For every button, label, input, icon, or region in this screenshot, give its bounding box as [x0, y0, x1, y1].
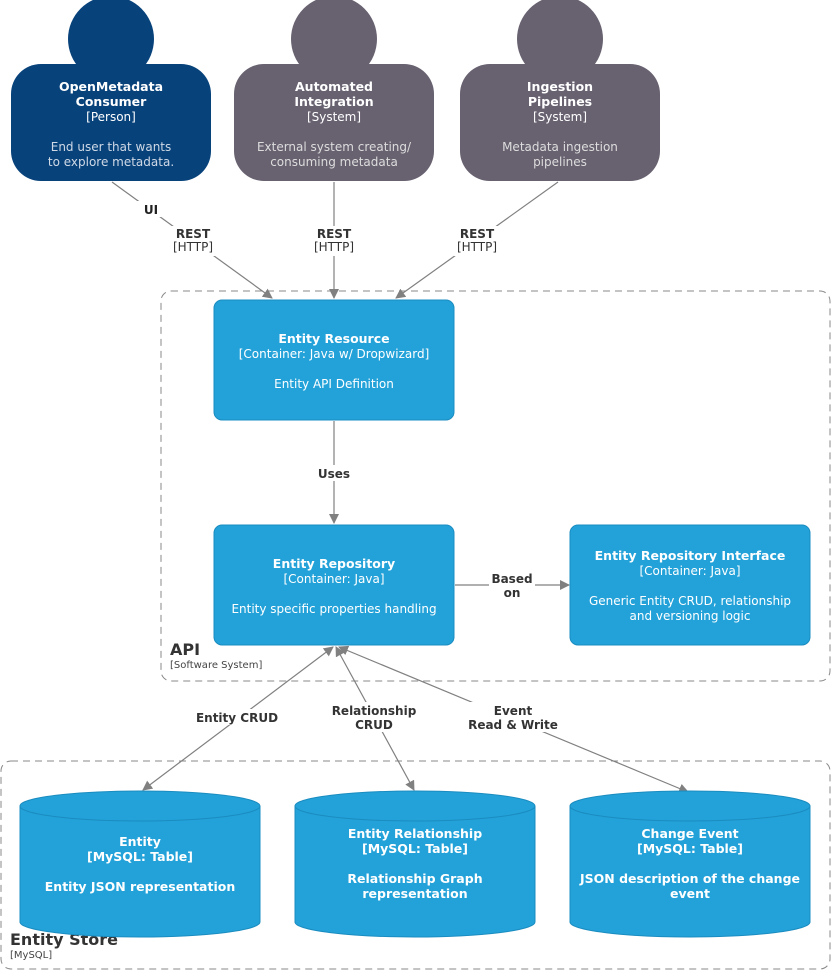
container-type: [Container: Java] [284, 572, 385, 586]
system-name-line1: Automated [295, 79, 373, 94]
edge-label-rel-line1: Relationship [332, 704, 417, 718]
edge-label-rest-1: REST [176, 227, 211, 241]
system-desc-line2: consuming metadata [270, 155, 398, 169]
person-integration: Automated Integration [System] External … [234, 0, 434, 181]
table-name: Entity [119, 834, 161, 849]
container-type: [Container: Java w/ Dropwizard] [239, 347, 430, 361]
person-desc-line2: to explore metadata. [48, 155, 174, 169]
system-name-line2: Pipelines [528, 94, 592, 109]
edge-label-rel-line2: CRUD [355, 718, 393, 732]
system-desc-line1: External system creating/ [257, 140, 412, 154]
person-consumer: OpenMetadata Consumer [Person] End user … [11, 0, 211, 181]
container-desc: Entity API Definition [274, 377, 394, 391]
store-boundary-type: [MySQL] [10, 950, 52, 961]
edge-label-event-line2: Read & Write [468, 718, 558, 732]
table-entity: Entity [MySQL: Table] Entity JSON repres… [19, 790, 261, 938]
person-desc-line1: End user that wants [51, 140, 172, 154]
container-desc-line2: and versioning logic [630, 609, 751, 623]
table-name: Change Event [641, 826, 738, 841]
person-name-line2: Consumer [76, 94, 148, 109]
edge-label-http-1: [HTTP] [173, 240, 213, 254]
system-type: [System] [307, 110, 361, 124]
container-name: Entity Repository [273, 556, 395, 571]
edge-label-based-line1: Based [491, 572, 532, 586]
system-name-line2: Integration [294, 94, 373, 109]
system-desc-line2: pipelines [533, 155, 587, 169]
edge-label-rest-3: REST [460, 227, 495, 241]
edge-label-uses: Uses [318, 467, 350, 481]
container-desc: Entity specific properties handling [231, 602, 436, 616]
container-entity-resource: Entity Resource [Container: Java w/ Drop… [213, 299, 455, 421]
table-desc-line1: Relationship Graph [347, 871, 482, 886]
person-name-line1: OpenMetadata [59, 79, 163, 94]
store-boundary [0, 760, 831, 970]
edge-label-based-line2: on [504, 586, 521, 600]
table-type: [MySQL: Table] [637, 841, 743, 856]
table-type: [MySQL: Table] [87, 849, 193, 864]
system-type: [System] [533, 110, 587, 124]
table-desc-line1: JSON description of the change [579, 871, 800, 886]
container-name: Entity Resource [278, 331, 389, 346]
container-desc-line1: Generic Entity CRUD, relationship [589, 594, 791, 608]
edge-label-http-2: [HTTP] [314, 240, 354, 254]
edge-label-rest-2: REST [317, 227, 352, 241]
person-type: [Person] [86, 110, 136, 124]
container-name: Entity Repository Interface [595, 548, 786, 563]
container-repository-interface: Entity Repository Interface [Container: … [569, 524, 811, 646]
container-entity-repository: Entity Repository [Container: Java] Enti… [213, 524, 455, 646]
table-desc-line2: representation [362, 886, 467, 901]
edge-label-ui: UI [144, 203, 158, 217]
table-type: [MySQL: Table] [362, 841, 468, 856]
table-name: Entity Relationship [348, 826, 482, 841]
api-boundary-name: API [170, 640, 200, 659]
table-change-event: Change Event [MySQL: Table] JSON descrip… [569, 790, 811, 938]
edge-label-http-3: [HTTP] [457, 240, 497, 254]
edge-label-entity-crud: Entity CRUD [196, 711, 278, 725]
system-name-line1: Ingestion [527, 79, 593, 94]
table-desc-line2: event [670, 886, 710, 901]
table-desc-line1: Entity JSON representation [45, 879, 235, 894]
api-boundary-type: [Software System] [170, 660, 262, 671]
system-desc-line1: Metadata ingestion [502, 140, 618, 154]
table-relationship: Entity Relationship [MySQL: Table] Relat… [294, 790, 536, 938]
person-pipelines: Ingestion Pipelines [System] Metadata in… [460, 0, 660, 181]
edge-label-event-line1: Event [494, 704, 533, 718]
container-type: [Container: Java] [640, 564, 741, 578]
